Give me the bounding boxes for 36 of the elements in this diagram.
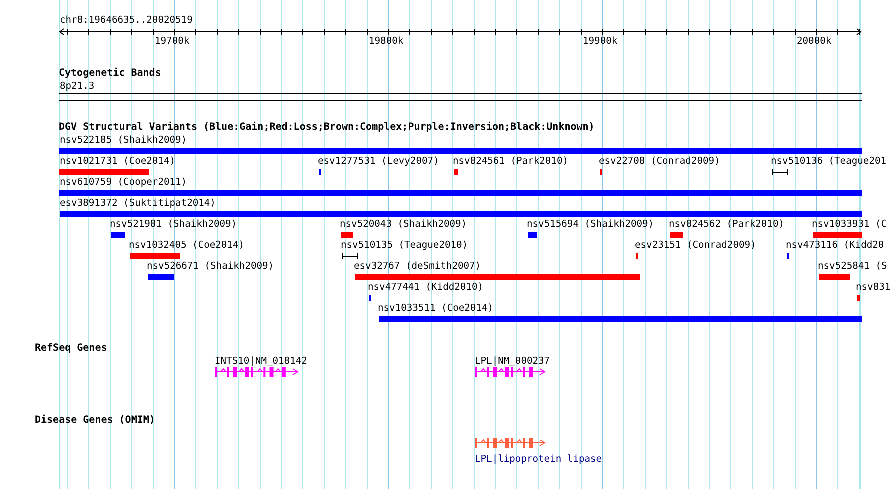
variant-label: esv23151 (Conrad2009) [635, 240, 756, 251]
variant-label: esv22708 (Conrad2009) [599, 156, 720, 167]
axis-tick-label: 20000k [797, 36, 832, 47]
gene-label: INTS10|NM_018142 [215, 356, 308, 367]
axis-tick-label: 19800k [369, 36, 404, 47]
band-label: 8p21.3 [60, 81, 95, 92]
variant-label: nsv521981 (Shaikh2009) [110, 219, 238, 230]
variant-label: nsv610759 (Cooper2011) [60, 177, 188, 188]
variant-label: nsv526671 (Shaikh2009) [147, 261, 274, 272]
variant-label: nsv515694 (Shaikh2009) [527, 219, 654, 230]
variant-label: nsv477441 (Kidd2010) [368, 282, 484, 293]
variant-label: nsv1033931 (C [812, 219, 888, 230]
track-title: RefSeq Genes [35, 343, 108, 354]
variant-label: nsv1033511 (Coe2014) [378, 303, 494, 314]
variant-label: nsv510135 (Teague2010) [341, 240, 468, 251]
variant-label: nsv1021731 (Coe2014) [60, 156, 176, 167]
variant-label: esv1277531 (Levy2007) [318, 156, 440, 167]
variant-label: nsv510136 (Teague201 [771, 156, 887, 167]
coordinate-range: chr8:19646635..20020519 [60, 15, 193, 26]
variant-label: nsv824561 (Park2010) [453, 156, 569, 167]
variant-label: nsv520043 (Shaikh2009) [340, 219, 468, 230]
variant-label: esv3891372 (Suktitipat2014) [60, 198, 216, 209]
variant-label: nsv824562 (Park2010) [669, 219, 785, 230]
variant-label: nsv525841 (S [818, 261, 888, 272]
track-title: Disease Genes (OMIM) [35, 415, 156, 426]
axis-tick-label: 19900k [583, 36, 618, 47]
variant-label: nsv831 [856, 282, 890, 293]
variant-label: nsv473116 (Kidd20 [786, 240, 884, 251]
gene-label: LPL|NM_000237 [475, 356, 550, 367]
track-title: Cytogenetic Bands [59, 68, 162, 79]
variant-label: nsv1032405 (Coe2014) [129, 240, 245, 251]
axis-tick-label: 19700k [155, 36, 190, 47]
gene-label: LPL|lipoprotein lipase [475, 454, 602, 465]
variant-label: nsv522185 (Shaikh2009) [60, 135, 188, 146]
track-title: DGV Structural Variants (Blue:Gain;Red:Loss;Brown:Complex;Purple:Inversion;Black:Unknown) [59, 122, 595, 133]
variant-label: esv32767 (deSmith2007) [354, 261, 482, 272]
